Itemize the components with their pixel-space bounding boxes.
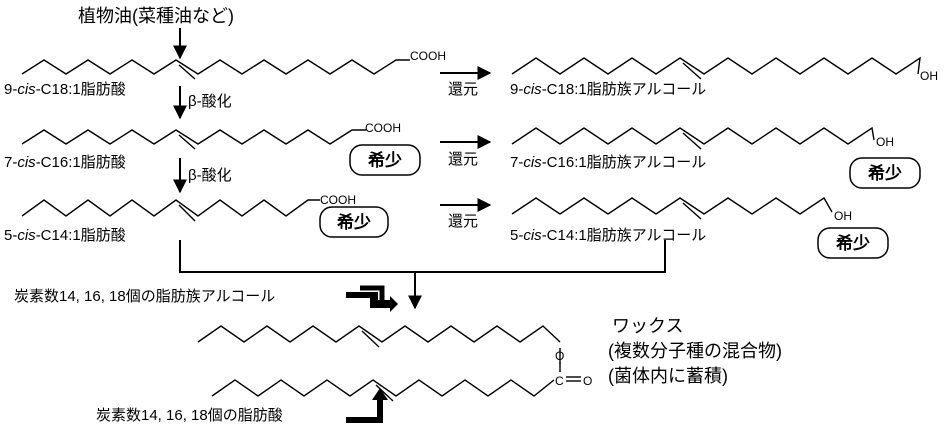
c18-alcohol-oh-label: OH — [920, 69, 938, 83]
wax-description-line1: (複数分子種の混合物) — [608, 341, 782, 361]
c14-acid-name: 5-cis-C14:1脂肪酸 — [4, 227, 126, 244]
source-oil-label: 植物油(菜種油など) — [78, 6, 234, 26]
reduction-label-c14: 還元 — [448, 213, 478, 230]
carbon-chain — [511, 197, 833, 215]
c16-fatty-alcohol-structure — [511, 126, 875, 150]
merge-bracket — [179, 240, 666, 273]
rare-badge-c16-alcohol: 希少 — [849, 157, 921, 189]
carbon-chain — [211, 379, 555, 397]
rare-badge-c14-acid: 希少 — [319, 206, 389, 238]
svg-text:希少: 希少 — [368, 150, 402, 170]
beta-oxidation-label-1: β-酸化 — [188, 93, 232, 110]
c14-fatty-acid-structure — [21, 199, 320, 222]
c18-acid-cooh-label: COOH — [410, 49, 446, 63]
c16-acid-cooh-label: COOH — [365, 121, 401, 135]
cis-double-bond — [682, 202, 702, 220]
c18-fatty-alcohol-structure — [511, 56, 921, 80]
wax-alcohol-input-label: 炭素数14, 16, 18個の脂肪族アルコール — [14, 288, 275, 305]
wax-alcohol-moiety-structure — [197, 325, 561, 348]
c16-alcohol-oh-label: OH — [876, 135, 894, 149]
alcohol-input-bent-stem — [360, 285, 385, 300]
svg-text:希少: 希少 — [868, 163, 902, 183]
c16-alcohol-name: 7-cis-C16:1脂肪族アルコール — [510, 154, 706, 171]
c14-acid-cooh-label: COOH — [320, 193, 356, 207]
cis-double-bond — [361, 330, 380, 348]
svg-text:希少: 希少 — [836, 233, 870, 253]
cis-double-bond — [178, 204, 196, 222]
rare-badge-c16-acid: 希少 — [349, 144, 421, 176]
carbon-chain — [511, 56, 921, 75]
c18-alcohol-name: 9-cis-C18:1脂肪族アルコール — [510, 81, 706, 98]
wax-title: ワックス — [612, 316, 683, 336]
acid-input-bent-arrow — [372, 388, 388, 400]
c14-fatty-alcohol-structure — [511, 197, 833, 220]
carbon-chain — [21, 59, 410, 75]
cis-double-bond — [375, 384, 394, 402]
reduction-label-c18: 還元 — [448, 81, 478, 98]
wax-acid-moiety-structure — [211, 379, 555, 402]
svg-text:希少: 希少 — [337, 212, 371, 232]
c16-acid-name: 7-cis-C16:1脂肪酸 — [4, 154, 126, 171]
beta-oxidation-label-2: β-酸化 — [188, 167, 232, 184]
rare-badge-c14-alcohol: 希少 — [817, 227, 889, 259]
carbon-chain — [21, 199, 320, 217]
c18-acid-name: 9-cis-C18:1脂肪酸 — [4, 81, 126, 98]
cis-double-bond — [682, 62, 702, 80]
wax-acid-input-label: 炭素数14, 16, 18個の脂肪酸 — [96, 407, 283, 424]
reduction-label-c16: 還元 — [448, 151, 478, 168]
cis-double-bond — [178, 134, 196, 150]
carbon-chain — [21, 129, 366, 145]
ester-carbon-label: C — [555, 374, 564, 388]
c14-alcohol-oh-label: OH — [834, 209, 852, 223]
carbon-chain — [511, 126, 875, 145]
cis-double-bond — [682, 132, 702, 150]
c18-fatty-acid-structure — [21, 59, 410, 80]
c14-alcohol-name: 5-cis-C14:1脂肪族アルコール — [510, 227, 706, 244]
wax-description-line2: (菌体内に蓄積) — [608, 366, 728, 386]
acid-input-bent-stem — [346, 398, 383, 423]
c16-fatty-acid-structure — [21, 129, 366, 150]
carbon-chain — [197, 325, 561, 343]
carbonyl-oxygen-label: O — [583, 374, 592, 388]
alcohol-input-bent-arrow — [346, 292, 398, 312]
cis-double-bond — [178, 64, 196, 80]
